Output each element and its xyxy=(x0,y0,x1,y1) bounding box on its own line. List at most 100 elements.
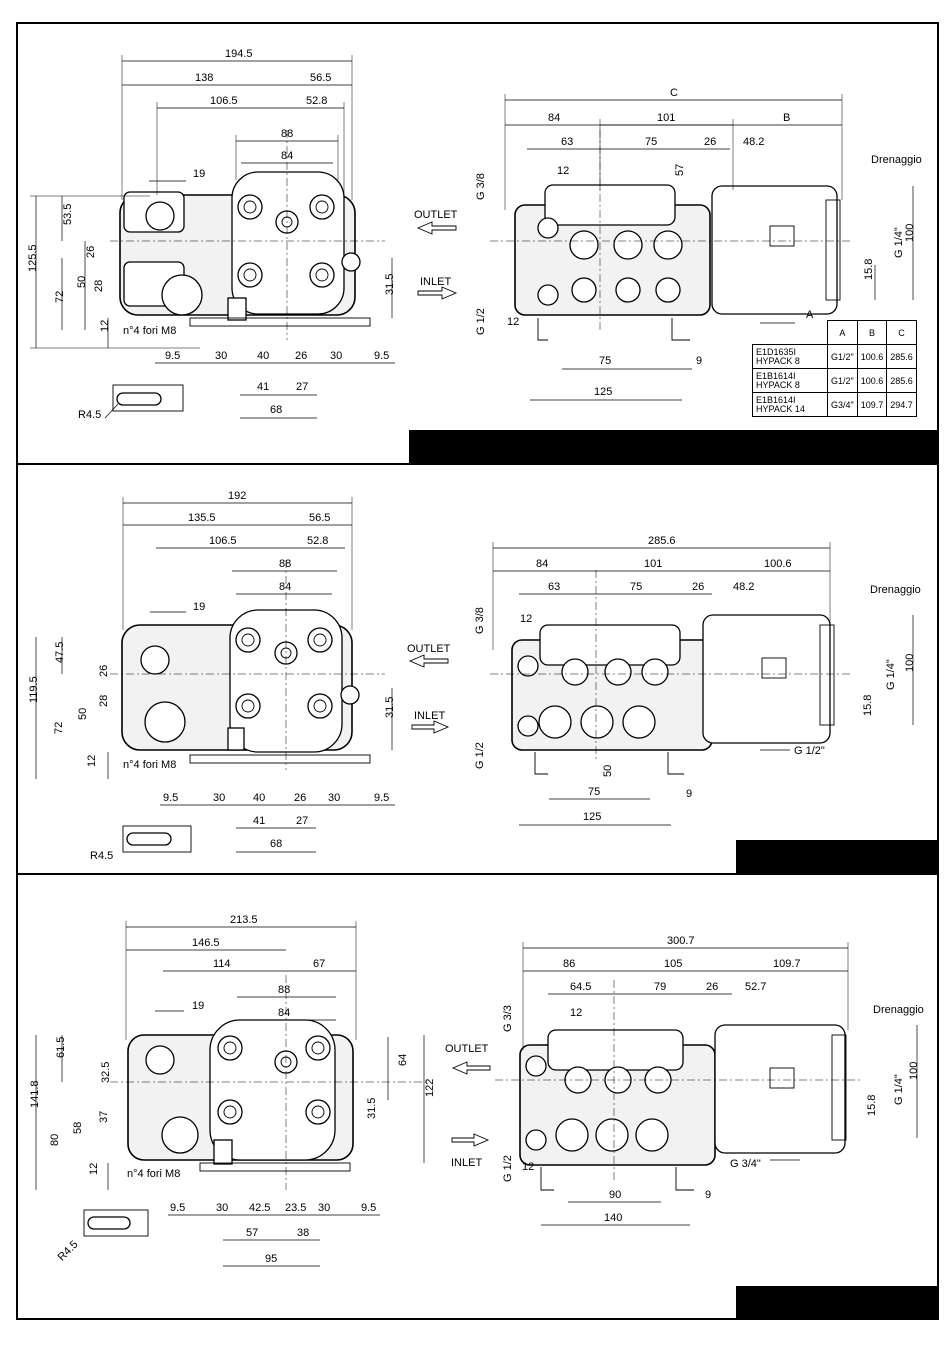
dim-label: 52.7 xyxy=(745,981,766,993)
dim-label: 138 xyxy=(195,72,213,84)
dim-label: 30 xyxy=(328,792,340,804)
panel1-side-dimensions xyxy=(30,55,395,419)
dim-label: 30 xyxy=(318,1202,330,1214)
dim-label: 63 xyxy=(548,581,560,593)
panel2-front-view xyxy=(408,570,850,775)
dim-label: 48.2 xyxy=(733,581,754,593)
dim-label: 285.6 xyxy=(648,535,676,547)
dim-label: 9 xyxy=(686,788,692,800)
spec-model: E1B1614I xyxy=(756,370,796,381)
panel3-front-dimensions xyxy=(522,942,918,1226)
dim-label: 90 xyxy=(609,1189,621,1201)
dim-label: 30 xyxy=(215,350,227,362)
dim-label: 23.5 xyxy=(285,1202,306,1214)
dim-label: 40 xyxy=(253,792,265,804)
dim-label: 31.5 xyxy=(384,697,396,718)
title-block-3 xyxy=(736,1286,939,1320)
dim-label: 140 xyxy=(604,1212,622,1224)
dim-label: B xyxy=(783,112,790,124)
dim-label: 100 xyxy=(908,1062,920,1080)
dim-label: 12 xyxy=(557,165,569,177)
dim-label: 40 xyxy=(257,350,269,362)
dim-label: 57 xyxy=(246,1227,258,1239)
dim-label: 100.6 xyxy=(764,558,792,570)
holes-note: n°4 fori M8 xyxy=(123,759,176,771)
dim-label: 61.5 xyxy=(55,1037,67,1058)
dim-label: 28 xyxy=(98,695,110,707)
dim-label: 50 xyxy=(602,765,614,777)
spec-c: 285.6 xyxy=(886,344,917,369)
dim-label: 106.5 xyxy=(209,535,237,547)
dim-label: 31.5 xyxy=(384,274,396,295)
spec-a: G3/4" xyxy=(827,392,858,417)
holes-note: n°4 fori M8 xyxy=(127,1168,180,1180)
spec-pack: HYPACK 14 xyxy=(756,403,805,414)
dim-label: 42.5 xyxy=(249,1202,270,1214)
dim-label: 75 xyxy=(630,581,642,593)
dim-label: 26 xyxy=(704,136,716,148)
dim-label: 15.8 xyxy=(863,259,875,280)
title-block-2 xyxy=(736,840,939,873)
dim-label: 26 xyxy=(692,581,704,593)
dim-label: 26 xyxy=(294,792,306,804)
dim-label: 213.5 xyxy=(230,914,258,926)
dim-label: 28 xyxy=(93,280,105,292)
dim-label: 50 xyxy=(76,276,88,288)
dim-label: 194.5 xyxy=(225,48,253,60)
dim-label: 9.5 xyxy=(170,1202,185,1214)
panel2-side-labels: 192 135.5 56.5 106.5 52.8 88 84 19 47.5 … xyxy=(28,490,396,862)
dim-label: 100 xyxy=(904,224,916,242)
dim-label: 15.8 xyxy=(866,1095,878,1116)
dim-label: 86 xyxy=(563,958,575,970)
dim-label: 192 xyxy=(228,490,246,502)
panel3-side-dimensions xyxy=(35,921,425,1267)
panel1-front-view xyxy=(416,130,850,341)
dim-label: 56.5 xyxy=(309,512,330,524)
dim-label: 9.5 xyxy=(165,350,180,362)
panel1-front-dimensions xyxy=(504,94,914,401)
dim-label: 64 xyxy=(397,1054,409,1066)
dim-label: 9 xyxy=(696,355,702,367)
dim-label: 67 xyxy=(313,958,325,970)
dim-label: 41 xyxy=(253,815,265,827)
dim-label: 19 xyxy=(193,168,205,180)
panel-divider-2 xyxy=(16,873,939,875)
dim-label: 26 xyxy=(98,665,110,677)
outlet-label: OUTLET xyxy=(414,209,458,221)
spec-model: E1B1614I xyxy=(756,394,796,405)
spec-a: G1/2" xyxy=(827,344,858,369)
panel2-front-labels: 285.6 84 101 100.6 63 75 26 48.2 12 G 3/… xyxy=(407,535,921,823)
dim-label: 88 xyxy=(279,558,291,570)
panel3-front-labels: 300.7 86 105 109.7 64.5 79 26 52.7 12 G … xyxy=(445,935,924,1224)
dim-label: 12 xyxy=(570,1007,582,1019)
dim-label: 9.5 xyxy=(374,350,389,362)
dim-label: 53.5 xyxy=(62,204,74,225)
dim-label: 9.5 xyxy=(374,792,389,804)
dim-label: 88 xyxy=(281,128,293,140)
dim-label: 26 xyxy=(295,350,307,362)
dim-label: G 1/4" xyxy=(893,1074,905,1105)
dim-label: 72 xyxy=(54,291,66,303)
panel2-front-dimensions xyxy=(492,542,914,826)
dim-label: G 1/2 xyxy=(475,308,487,335)
dim-label: 12 xyxy=(520,613,532,625)
dim-label: 12 xyxy=(86,755,98,767)
dim-label: 68 xyxy=(270,404,282,416)
dim-label: 100 xyxy=(904,654,916,672)
dim-label: 75 xyxy=(645,136,657,148)
holes-note: n°4 fori M8 xyxy=(123,325,176,337)
dim-label: 79 xyxy=(654,981,666,993)
dim-label: 27 xyxy=(296,815,308,827)
dim-label: G 1/2 xyxy=(474,742,486,769)
panel2-side-dimensions xyxy=(35,497,395,853)
dim-label: 9.5 xyxy=(361,1202,376,1214)
inlet-label: INLET xyxy=(420,276,451,288)
dim-label: 9.5 xyxy=(163,792,178,804)
spec-pack: HYPACK 8 xyxy=(756,355,800,366)
panel1-side-view xyxy=(104,130,385,419)
dim-label: 27 xyxy=(296,381,308,393)
